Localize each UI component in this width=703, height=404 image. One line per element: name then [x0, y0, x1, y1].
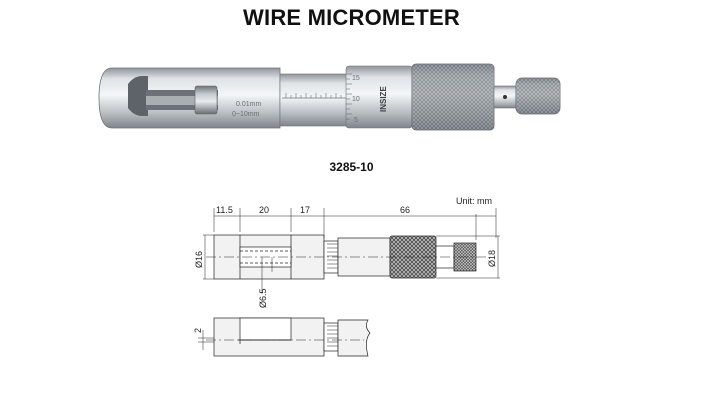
dimension-labels: 11.5 20 17 66 Unit: mm Ø16 Ø18 Ø6.5	[194, 196, 497, 308]
anvil-block	[194, 85, 218, 115]
brand-logo: INSIZE	[379, 86, 388, 112]
model-number: 3285-10	[329, 160, 374, 174]
thimble-ticks	[346, 73, 352, 120]
dim-11-5: 11.5	[216, 205, 233, 215]
micrometer-photo: 0.01mm 0~10mm 15 10 5 INSIZE	[98, 63, 561, 131]
unit-label: Unit: mm	[456, 196, 492, 206]
dim-20: 20	[259, 205, 269, 215]
scale-mark-10: 10	[352, 96, 360, 103]
resolution-text: 0.01mm	[236, 101, 261, 108]
dim-dia-16: Ø16	[194, 251, 204, 268]
dim-dia-18: Ø18	[487, 250, 497, 267]
dim-17: 17	[300, 205, 310, 215]
technical-drawing-side	[198, 317, 371, 357]
technical-drawing-top	[203, 208, 500, 294]
page-title: WIRE MICROMETER	[243, 5, 460, 30]
sleeve-ticks	[285, 93, 342, 98]
dim-66: 66	[400, 205, 410, 215]
sleeve	[279, 73, 349, 127]
frame-slot	[128, 76, 148, 116]
dim-dia-6-5: Ø6.5	[258, 288, 268, 308]
dim-gap-2: 2	[193, 328, 203, 333]
scale-mark-5: 5	[354, 117, 358, 124]
range-text: 0~10mm	[232, 111, 260, 118]
scale-mark-15: 15	[352, 75, 360, 82]
